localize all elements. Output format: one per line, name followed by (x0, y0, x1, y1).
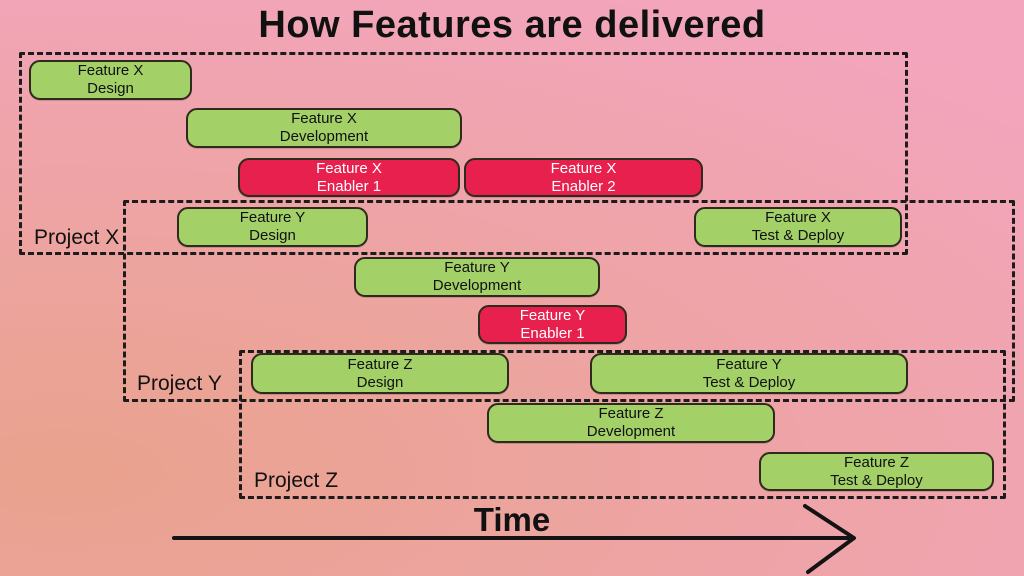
project-y-box (123, 200, 1015, 402)
bar-text-line2: Development (432, 277, 522, 294)
bar-text-line1: Feature Y (444, 259, 510, 276)
bar-text-line2: Design (87, 80, 134, 97)
time-arrow-icon (172, 504, 856, 574)
time-axis-label: Time (473, 501, 551, 538)
bar-feature-x-development: Feature X Development (186, 108, 462, 148)
bar-text-line2: Design (249, 227, 296, 244)
bar-text-line2: Enabler 1 (316, 177, 382, 195)
bar-text-line2: Enabler 1 (520, 324, 585, 342)
bar-text-line2: Test & Deploy (702, 373, 796, 391)
bar-text-line2: Design (356, 373, 404, 391)
bar-feature-z-test-deploy: Feature Z Test & Deploy (759, 452, 994, 491)
bar-text-line2: Enabler 2 (551, 177, 616, 195)
page-title: How Features are delivered (258, 4, 766, 46)
bar-text-line2: Test & Deploy (751, 227, 845, 244)
bar-text-line2: Development (586, 423, 676, 440)
bar-feature-x-test-deploy: Feature X Test & Deploy (694, 207, 902, 247)
bar-text-line1: Feature Y (716, 355, 782, 373)
bar-text-line1: Feature Z (598, 405, 664, 422)
project-x-box (19, 52, 908, 255)
bar-text-line1: Feature X (765, 209, 831, 226)
bar-feature-y-development: Feature Y Development (354, 257, 600, 297)
bar-feature-y-test-deploy: Feature Y Test & Deploy (590, 353, 908, 394)
bar-text-line1: Feature Z (843, 453, 910, 471)
bar-feature-y-design: Feature Y Design (177, 207, 368, 247)
project-z-label: Project Z (254, 469, 339, 492)
bar-feature-z-design: Feature Z Design (251, 353, 509, 394)
bar-text-line1: Feature X (77, 62, 144, 79)
bar-text-line1: Feature Y (519, 306, 586, 324)
project-z-box (239, 350, 1006, 499)
bar-text-line1: Feature Z (347, 355, 413, 373)
project-y-label: Project Y (137, 372, 222, 395)
bar-text-line1: Feature X (550, 159, 617, 177)
bar-text-line2: Test & Deploy (830, 471, 923, 489)
bar-feature-x-enabler-1: Feature X Enabler 1 (238, 158, 460, 197)
bar-text-line1: Feature X (316, 159, 382, 177)
bar-feature-x-enabler-2: Feature X Enabler 2 (464, 158, 703, 197)
bar-text-line2: Development (279, 128, 369, 145)
bar-text-line1: Feature Y (239, 209, 306, 226)
bar-feature-z-development: Feature Z Development (487, 403, 775, 443)
bar-feature-y-enabler-1: Feature Y Enabler 1 (478, 305, 627, 344)
bar-feature-x-design: Feature X Design (29, 60, 192, 100)
project-x-label: Project X (34, 226, 120, 249)
bar-text-line1: Feature X (291, 110, 357, 127)
